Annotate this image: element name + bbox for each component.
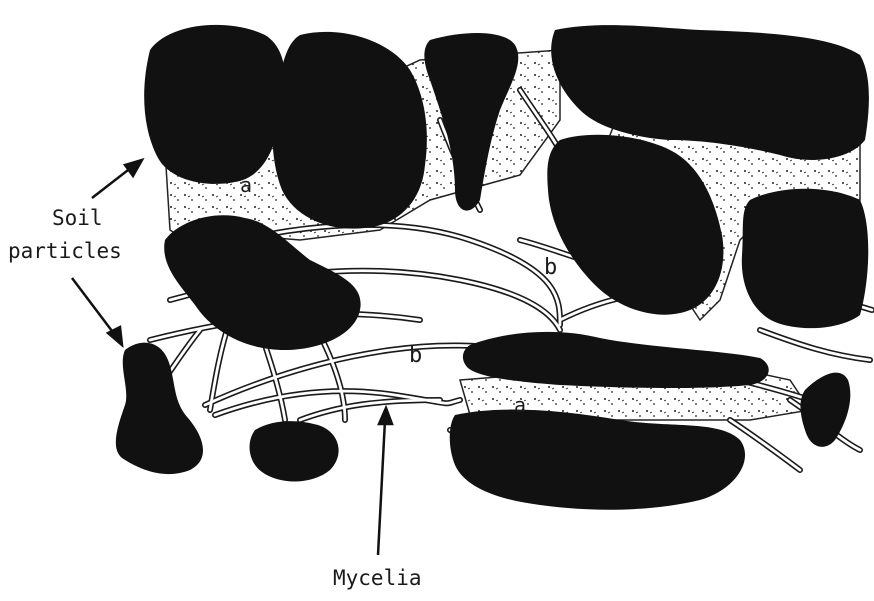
soil-particle-right-edge [742, 189, 868, 328]
soil-particle-lower-band [463, 332, 769, 388]
arrow-soil-lower [72, 278, 115, 335]
mycelia-label: Mycelia [333, 566, 422, 590]
soil-particles-label-line1: Soil [52, 206, 103, 230]
arrow-soil-upper [92, 167, 132, 198]
arrowhead-mycelia [379, 408, 392, 424]
soil-particle-bottom-right [450, 410, 745, 510]
region-a-label-lower: a [514, 393, 526, 417]
soil-particle-far-left [116, 343, 203, 475]
soil-particles-label-line2: particles [8, 239, 122, 263]
pore-b-label-lower: b [409, 344, 422, 368]
region-a-label-upper: a [240, 173, 252, 197]
pore-b-label-upper: b [544, 256, 557, 280]
soil-particle-top-center [272, 32, 426, 229]
soil-particle-top-left [144, 25, 285, 184]
arrow-mycelia [378, 420, 385, 555]
soil-particle-bottom-small [250, 421, 339, 481]
arrowhead-soil-upper [125, 160, 142, 176]
